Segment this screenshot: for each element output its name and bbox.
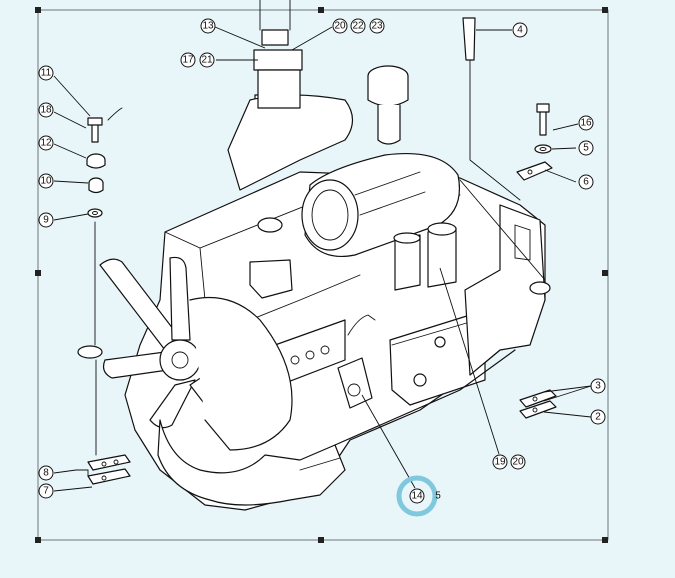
- callout-label: 18: [40, 105, 52, 116]
- loose-parts-left: [86, 107, 131, 485]
- callout-5-right[interactable]: 5: [578, 140, 594, 156]
- callout-7[interactable]: 7: [38, 483, 54, 499]
- resize-handle-top[interactable]: [318, 7, 324, 13]
- resize-handle-bottom[interactable]: [318, 537, 324, 543]
- plate-3: [519, 389, 557, 408]
- callout-14[interactable]: 14: [409, 488, 425, 504]
- callout-23[interactable]: 23: [369, 18, 385, 34]
- bolt-16: [536, 103, 550, 136]
- loose-parts-right: [462, 17, 557, 419]
- callout-12[interactable]: 12: [38, 135, 54, 151]
- callout-13[interactable]: 13: [200, 18, 216, 34]
- engine-mount-bracket: [337, 357, 373, 409]
- callout-label: 21: [201, 55, 213, 66]
- plate-2: [519, 400, 557, 419]
- callout-label: 5: [583, 143, 589, 154]
- callout-3[interactable]: 3: [590, 378, 606, 394]
- callout-17[interactable]: 17: [180, 52, 196, 68]
- callout-label: 6: [583, 177, 589, 188]
- callout-16[interactable]: 16: [578, 115, 594, 131]
- callout-label: 4: [517, 25, 523, 36]
- callout-2[interactable]: 2: [590, 409, 606, 425]
- callout-label: 14: [411, 491, 423, 502]
- callout-label: 8: [43, 468, 49, 479]
- callout-label: 17: [182, 55, 194, 66]
- callout-label: 7: [43, 486, 49, 497]
- engine-illustration: [77, 0, 551, 511]
- callout-6[interactable]: 6: [578, 174, 594, 190]
- timing-cover: [157, 419, 346, 506]
- callout-19[interactable]: 19: [492, 454, 508, 470]
- callout-label: 22: [352, 21, 364, 32]
- callout-18[interactable]: 18: [38, 102, 54, 118]
- cooling-fan: [99, 256, 255, 429]
- callout-8[interactable]: 8: [38, 465, 54, 481]
- callout-label: 2: [595, 412, 601, 423]
- callout-11[interactable]: 11: [38, 65, 54, 81]
- resize-handle-top-left[interactable]: [35, 7, 41, 13]
- callout-label: 20: [512, 457, 524, 468]
- callout-label: 23: [371, 21, 383, 32]
- callout-20-top[interactable]: 20: [332, 18, 348, 34]
- bolt-18: [87, 117, 103, 143]
- resize-handle-top-right[interactable]: [602, 7, 608, 13]
- callout-label: 16: [580, 118, 592, 129]
- leader-lines: [53, 26, 592, 492]
- callout-21[interactable]: 21: [199, 52, 215, 68]
- callout-22[interactable]: 22: [350, 18, 366, 34]
- resize-handle-left[interactable]: [35, 270, 41, 276]
- callout-label: 10: [40, 176, 52, 187]
- callout-label: 20: [334, 21, 346, 32]
- resize-handle-bottom-right[interactable]: [602, 537, 608, 543]
- callout-label: 3: [595, 381, 601, 392]
- selection-frame: [35, 7, 609, 543]
- callout-5-bottom[interactable]: 5: [435, 491, 441, 502]
- end-plate: [464, 204, 546, 376]
- plate-8: [87, 454, 131, 471]
- resize-handle-bottom-left[interactable]: [35, 537, 41, 543]
- bracket-6: [516, 161, 553, 181]
- resize-handle-right[interactable]: [602, 270, 608, 276]
- highlight-ring: [396, 475, 438, 517]
- callout-10[interactable]: 10: [38, 173, 54, 189]
- callout-label: 12: [40, 138, 52, 149]
- washer-5: [534, 144, 552, 154]
- plate-7: [87, 468, 131, 485]
- callout-label: 9: [43, 215, 49, 226]
- fuel-filter-right: [427, 227, 457, 288]
- callout-label: 11: [41, 68, 52, 79]
- callout-20-bottom[interactable]: 20: [510, 454, 526, 470]
- washer-9: [87, 208, 103, 218]
- callout-4[interactable]: 4: [512, 22, 528, 38]
- callout-label: 13: [202, 21, 214, 32]
- dipstick-handle-4: [462, 17, 476, 61]
- callout-label: 19: [494, 457, 506, 468]
- callout-9[interactable]: 9: [38, 212, 54, 228]
